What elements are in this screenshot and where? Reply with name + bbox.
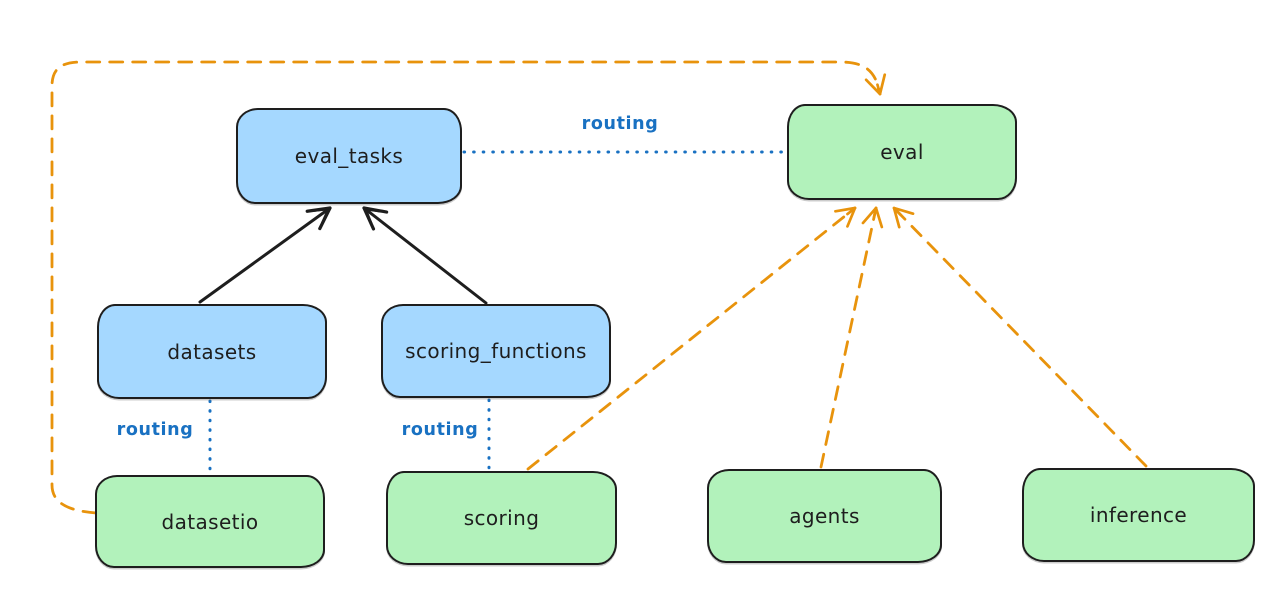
edge-scoring-functions-to-eval-tasks <box>362 206 488 305</box>
edge-label-routing-middle: routing <box>401 420 479 440</box>
node-eval-tasks: eval_tasks <box>236 108 462 204</box>
node-datasetio-label: datasetio <box>161 509 259 534</box>
node-agents-label: agents <box>789 504 860 528</box>
node-datasetio: datasetio <box>95 475 325 568</box>
edge-label-routing-top: routing <box>581 114 659 134</box>
node-eval-label: eval <box>880 140 924 164</box>
edge-inference-to-eval <box>892 206 1148 468</box>
node-agents: agents <box>707 469 942 563</box>
node-datasets: datasets <box>97 304 327 399</box>
node-inference-label: inference <box>1089 503 1188 527</box>
node-datasets-label: datasets <box>167 339 257 364</box>
edge-datasetio-to-eval <box>50 60 887 515</box>
edge-datasets-to-eval-tasks <box>198 206 332 304</box>
node-scoring: scoring <box>386 471 617 565</box>
node-scoring-label: scoring <box>463 506 540 530</box>
edge-agents-to-eval <box>819 206 884 469</box>
node-eval-tasks-label: eval_tasks <box>294 144 404 168</box>
node-eval: eval <box>787 104 1017 200</box>
node-scoring-functions: scoring_functions <box>381 304 611 398</box>
node-scoring-functions-label: scoring_functions <box>405 339 587 363</box>
node-inference: inference <box>1022 468 1255 562</box>
edge-label-routing-left: routing <box>116 420 194 440</box>
